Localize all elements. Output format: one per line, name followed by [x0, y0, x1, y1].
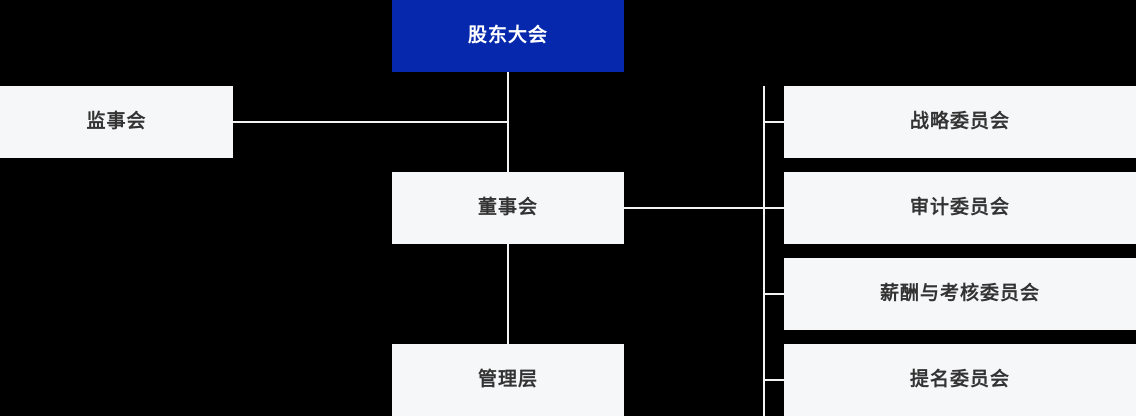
- node-audit-committee-label: 审计委员会: [909, 196, 1010, 218]
- connector-committee-spine-vertical: [763, 86, 765, 416]
- node-shareholders-meeting[interactable]: 股东大会: [392, 0, 624, 72]
- connector-strategy-committee-horizontal: [763, 121, 784, 123]
- node-nomination-committee[interactable]: 提名委员会: [784, 344, 1136, 416]
- connector-supervisors-horizontal: [233, 121, 509, 123]
- node-board-of-supervisors[interactable]: 监事会: [0, 86, 233, 158]
- node-strategy-committee-label: 战略委员会: [909, 110, 1010, 132]
- node-management[interactable]: 管理层: [392, 344, 624, 416]
- node-compensation-appraisal-committee[interactable]: 薪酬与考核委员会: [784, 258, 1136, 330]
- connector-compensation-committee-horizontal: [763, 293, 784, 295]
- node-board-of-supervisors-label: 监事会: [86, 110, 147, 132]
- connector-board-to-committee-spine-horizontal: [624, 207, 765, 209]
- node-board-of-directors-label: 董事会: [477, 196, 538, 218]
- node-nomination-committee-label: 提名委员会: [909, 368, 1010, 390]
- connector-board-to-management-vertical: [507, 244, 509, 344]
- node-board-of-directors[interactable]: 董事会: [392, 172, 624, 244]
- node-management-label: 管理层: [477, 368, 538, 390]
- node-audit-committee[interactable]: 审计委员会: [784, 172, 1136, 244]
- connector-nomination-committee-horizontal: [763, 379, 784, 381]
- node-shareholders-meeting-label: 股东大会: [467, 24, 548, 46]
- node-strategy-committee[interactable]: 战略委员会: [784, 86, 1136, 158]
- connector-audit-committee-horizontal: [763, 207, 784, 209]
- node-compensation-appraisal-committee-label: 薪酬与考核委员会: [879, 282, 1040, 304]
